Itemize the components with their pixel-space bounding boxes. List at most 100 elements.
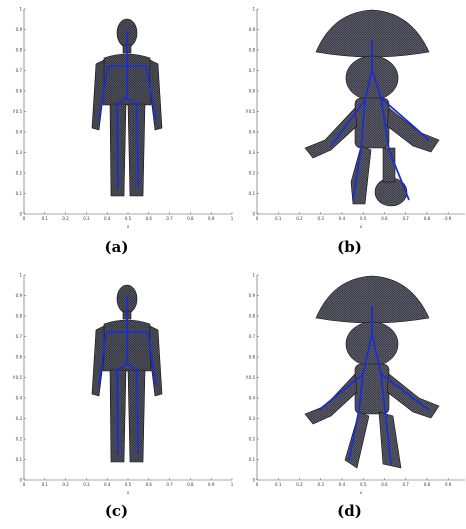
x-tick-label: 0.1 xyxy=(275,482,282,487)
y-tick-label: 0.7 xyxy=(249,334,256,339)
y-tick-label: 0.6 xyxy=(249,89,256,94)
x-axis-label: x xyxy=(127,224,130,229)
x-tick-label: 0.4 xyxy=(339,482,346,487)
creature-mesh xyxy=(305,10,439,206)
x-tick-label: 0.7 xyxy=(166,216,173,221)
x-tick-label: 0.1 xyxy=(275,216,282,221)
x-tick-label: 0.6 xyxy=(381,482,388,487)
x-tick-label: 0.5 xyxy=(360,216,367,221)
x-tick-label: 0.3 xyxy=(83,482,90,487)
y-tick-label: 0.7 xyxy=(16,68,23,73)
x-tick-label: 0.4 xyxy=(104,216,111,221)
x-tick-label: 0.9 xyxy=(208,482,215,487)
creature-mesh xyxy=(305,276,439,468)
x-tick-label: 0 xyxy=(256,482,259,487)
x-tick-label: 0.2 xyxy=(296,482,303,487)
y-tick-label: 0.3 xyxy=(16,150,23,155)
y-tick-label: 1 xyxy=(252,273,255,278)
x-axis-label: x xyxy=(360,224,363,229)
x-tick-label: 0.5 xyxy=(360,482,367,487)
y-tick-label: 0.9 xyxy=(16,293,23,298)
panel-caption-b: (b) xyxy=(233,238,466,256)
y-tick-label: 0.1 xyxy=(16,191,23,196)
skeleton-curve xyxy=(99,296,156,454)
x-tick-label: 0.3 xyxy=(83,216,90,221)
x-tick-label: 0.8 xyxy=(424,482,431,487)
x-tick-label: 0.6 xyxy=(146,216,153,221)
y-tick-label: 1 xyxy=(252,7,255,12)
y-tick-label: 0.7 xyxy=(16,334,23,339)
y-tick-label: 0.2 xyxy=(249,437,256,442)
y-tick-label: 0.9 xyxy=(16,27,23,32)
y-tick-label: 0.2 xyxy=(16,171,23,176)
x-axis-label: x xyxy=(127,490,130,495)
x-tick-label: 0.9 xyxy=(208,216,215,221)
x-tick-label: 0.9 xyxy=(445,216,452,221)
y-tick-label: 0.1 xyxy=(16,457,23,462)
y-tick-label: 0.3 xyxy=(249,416,256,421)
x-tick-label: 0 xyxy=(256,216,259,221)
y-tick-label: 0.7 xyxy=(249,68,256,73)
x-tick-label: 0.7 xyxy=(402,482,409,487)
x-tick-label: 0.4 xyxy=(339,216,346,221)
y-tick-labels: 00.10.20.30.40.50.60.70.80.91 xyxy=(249,7,259,217)
y-tick-label: 0.9 xyxy=(249,27,256,32)
x-tick-label: 0.2 xyxy=(62,216,69,221)
y-tick-label: 0.5 xyxy=(249,109,256,114)
y-tick-label: 0.6 xyxy=(16,355,23,360)
x-tick-label: 0.3 xyxy=(318,482,325,487)
panel-caption-d: (d) xyxy=(233,502,466,520)
y-tick-labels: 00.10.20.30.40.50.60.70.80.91 xyxy=(16,7,26,217)
x-tick-label: 0.7 xyxy=(166,482,173,487)
y-tick-label: 0.1 xyxy=(249,457,256,462)
x-tick-label: 0.8 xyxy=(424,216,431,221)
x-tick-labels: 0 0.1 0.2 0.3 0.4 0.5 0.6 0.7 0.8 0.9 xyxy=(256,478,452,487)
y-tick-label: 0.8 xyxy=(16,314,23,319)
y-tick-label: 0.6 xyxy=(16,89,23,94)
x-tick-label: 0.1 xyxy=(42,482,49,487)
y-tick-label: 0.5 xyxy=(16,375,23,380)
x-tick-label: 0.1 xyxy=(42,216,49,221)
y-tick-label: 0.3 xyxy=(16,416,23,421)
y-tick-label: 0.9 xyxy=(249,293,256,298)
x-tick-label: 0 xyxy=(23,482,26,487)
x-tick-label: 0.9 xyxy=(445,482,452,487)
x-tick-label: 0.8 xyxy=(187,216,194,221)
y-tick-label: 0.3 xyxy=(249,150,256,155)
x-tick-label: 0.8 xyxy=(187,482,194,487)
panel-caption-c: (c) xyxy=(0,502,233,520)
x-tick-label: 0.3 xyxy=(318,216,325,221)
y-tick-label: 0.2 xyxy=(16,437,23,442)
y-tick-label: 0.4 xyxy=(249,396,256,401)
y-tick-labels: 00.10.20.30.40.50.60.70.80.91 xyxy=(16,273,26,483)
y-tick-label: 0.5 xyxy=(16,109,23,114)
y-tick-label: 0.4 xyxy=(16,130,23,135)
y-tick-label: 1 xyxy=(19,7,22,12)
x-tick-labels: 00.10.20.30.40.50.60.70.80.91 xyxy=(23,478,234,487)
y-tick-labels: 00.10.20.30.40.50.60.70.80.91 xyxy=(249,273,259,483)
y-tick-label: 0.8 xyxy=(249,48,256,53)
figure-panel-d: 0 0.1 0.2 0.3 0.4 0.5 0.6 0.7 0.8 0.9 0 0.1 0.2 0.3 0… xyxy=(233,264,466,528)
y-tick-label: 0.4 xyxy=(249,130,256,135)
y-tick-label: 0.8 xyxy=(16,48,23,53)
skeleton-curve xyxy=(99,30,156,188)
x-tick-label: 0.6 xyxy=(146,482,153,487)
x-tick-label: 0 xyxy=(23,216,26,221)
plot-d: 0 0.1 0.2 0.3 0.4 0.5 0.6 0.7 0.8 0.9 0 0.1 0.2 0.3 0… xyxy=(233,264,466,528)
x-tick-label: 0.7 xyxy=(402,216,409,221)
panel-caption-a: (a) xyxy=(0,238,233,256)
x-tick-label: 0.4 xyxy=(104,482,111,487)
x-axis-label: x xyxy=(360,490,363,495)
x-tick-label: 0.2 xyxy=(296,216,303,221)
y-tick-label: 0.4 xyxy=(16,396,23,401)
y-tick-label: 0.8 xyxy=(249,314,256,319)
y-tick-label: 0.5 xyxy=(249,375,256,380)
y-tick-label: 0.6 xyxy=(249,355,256,360)
y-tick-label: 0.2 xyxy=(249,171,256,176)
x-tick-label: 0.5 xyxy=(125,216,132,221)
x-tick-label: 0.6 xyxy=(381,216,388,221)
